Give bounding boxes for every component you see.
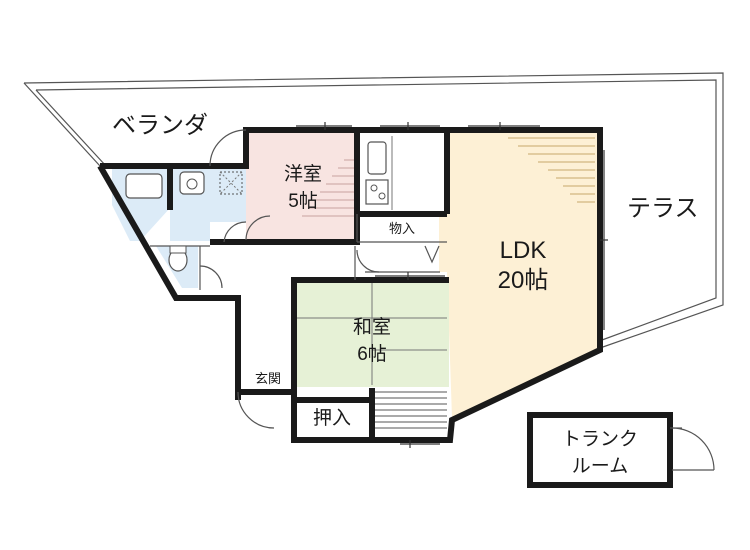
western-room-name: 洋室 [284, 163, 322, 185]
ldk-size: 20帖 [498, 267, 549, 294]
windows [296, 122, 608, 448]
western-room-size: 5帖 [288, 190, 318, 212]
storage-label: 物入 [389, 221, 415, 236]
japanese-room-name: 和室 [353, 316, 391, 338]
door-swings [199, 129, 440, 429]
fixtures [125, 136, 393, 272]
terrace-label: テラス [627, 195, 699, 222]
trunk-room-label-2: ルーム [572, 456, 628, 477]
washing-machine-icon [219, 171, 243, 195]
western-room-floor [246, 130, 357, 240]
balcony-label: ベランダ [112, 112, 208, 139]
ldk-name: LDK [500, 237, 547, 264]
kitchen-sink-icon [367, 141, 387, 175]
labels: ベランダ テラス 洋室 5帖 LDK 20帖 和室 6帖 物入 玄関 押入 トラ… [112, 112, 699, 477]
entrance-label: 玄関 [255, 371, 281, 386]
ldk-floor [439, 130, 598, 418]
closet-label: 押入 [313, 407, 351, 429]
bathtub-icon [125, 173, 163, 199]
japanese-room-size: 6帖 [357, 343, 387, 365]
trunk-room [527, 412, 715, 488]
stove-icon [365, 179, 389, 205]
washbasin-icon [179, 171, 205, 195]
entry-stairs [374, 391, 447, 429]
ldk-hatching [508, 137, 595, 203]
tatami-lines [296, 282, 447, 385]
outdoor-boundary [23, 72, 724, 349]
western-room-hatching [302, 159, 355, 217]
walls [97, 127, 603, 443]
trunk-room-label-1: トランク [562, 428, 638, 450]
